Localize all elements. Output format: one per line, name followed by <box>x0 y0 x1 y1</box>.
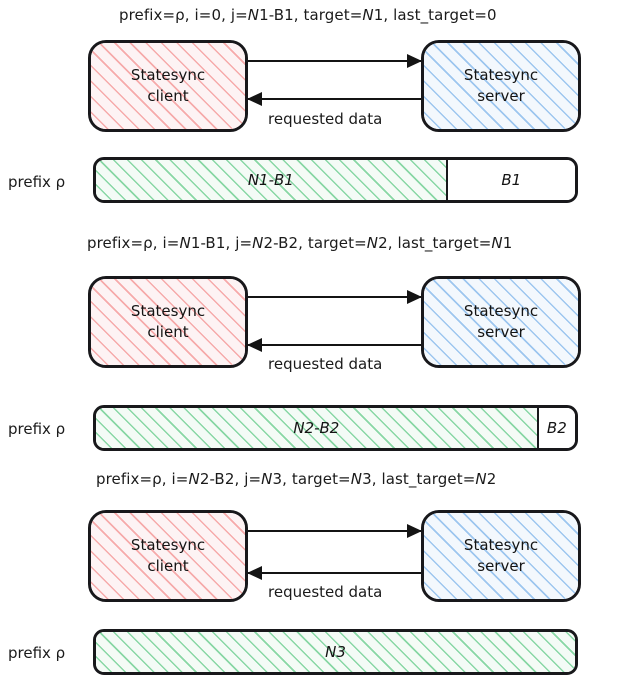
arrow-head-left <box>247 566 262 580</box>
request-arrow-2 <box>248 290 422 304</box>
caption-part: 1, last_target=0 <box>373 6 497 24</box>
arrow-shaft <box>248 296 421 298</box>
caption-part: 3, last_target= <box>362 470 476 488</box>
arrow-head-right <box>407 290 422 304</box>
bar-segment-remaining: B2 <box>536 408 575 448</box>
caption-part: prefix=ρ, i= <box>87 234 180 252</box>
caption-part: N <box>188 470 200 488</box>
requested-data-label-1: requested data <box>268 110 383 128</box>
arrow-shaft <box>248 60 421 62</box>
arrow-head-left <box>247 92 262 106</box>
caption-part: prefix=ρ, i= <box>96 470 189 488</box>
statesync-server-box-1: Statesync server <box>421 40 581 132</box>
client-label-line2: client <box>147 323 189 341</box>
statesync-client-box-1: Statesync client <box>88 40 248 132</box>
prefix-label-3: prefix ρ <box>8 644 66 662</box>
request-arrow-1 <box>248 54 422 68</box>
caption-part: N <box>491 234 503 252</box>
bar-segment-label: N1-B1 <box>247 171 294 189</box>
response-arrow-3 <box>247 566 421 580</box>
arrow-shaft <box>248 344 421 346</box>
caption-part: prefix=ρ, i=0, j= <box>119 6 248 24</box>
prefix-label-2: prefix ρ <box>8 420 66 438</box>
bar-segment-remaining: B1 <box>445 160 575 200</box>
server-label-line1: Statesync <box>463 536 539 555</box>
bar-segment-label: N2-B2 <box>293 419 340 437</box>
server-label-line2: server <box>477 87 525 105</box>
server-label-line2: server <box>477 557 525 575</box>
round-1-caption: prefix=ρ, i=0, j=N1-B1, target=N1, last_… <box>119 6 497 24</box>
response-arrow-1 <box>247 92 421 106</box>
round-3-caption: prefix=ρ, i=N2-B2, j=N3, target=N3, last… <box>96 470 496 488</box>
caption-part: 2-B2, j= <box>199 470 262 488</box>
arrow-shaft <box>248 530 421 532</box>
bar-segment-label: B2 <box>546 419 567 437</box>
caption-part: 2 <box>486 470 497 488</box>
prefix-bar-3: N3 <box>93 629 578 675</box>
client-label-line1: Statesync <box>130 536 206 555</box>
requested-data-label-2: requested data <box>268 355 383 373</box>
arrow-shaft <box>248 572 421 574</box>
bar-segment-label: N3 <box>325 643 346 661</box>
client-label-line2: client <box>147 557 189 575</box>
arrow-head-right <box>407 524 422 538</box>
statesync-server-box-3: Statesync server <box>421 510 581 602</box>
caption-part: 2, last_target= <box>378 234 492 252</box>
bar-segment-synced: N2-B2 <box>96 408 537 448</box>
bar-segment-label: B1 <box>501 171 522 189</box>
arrow-head-left <box>247 338 262 352</box>
statesync-client-box-3: Statesync client <box>88 510 248 602</box>
statesync-server-box-2: Statesync server <box>421 276 581 368</box>
caption-part: N <box>475 470 487 488</box>
request-arrow-3 <box>248 524 422 538</box>
caption-part: 1-B1, target= <box>259 6 363 24</box>
prefix-label-1: prefix ρ <box>8 173 66 191</box>
client-label-line1: Statesync <box>130 302 206 321</box>
caption-part: N <box>366 234 379 252</box>
response-arrow-2 <box>247 338 421 352</box>
caption-part: 1 <box>502 234 513 252</box>
caption-part: 3, target= <box>272 470 351 488</box>
caption-part: N <box>252 234 264 252</box>
round-2-caption: prefix=ρ, i=N1-B1, j=N2-B2, target=N2, l… <box>87 234 512 252</box>
caption-part: 2-B2, target= <box>263 234 367 252</box>
caption-part: N <box>362 6 374 24</box>
bar-segment-synced: N3 <box>96 632 575 672</box>
caption-part: 1-B1, j= <box>190 234 253 252</box>
prefix-bar-1: N1-B1 B1 <box>93 157 578 203</box>
server-label-line1: Statesync <box>463 302 539 321</box>
requested-data-label-3: requested data <box>268 583 383 601</box>
server-label-line1: Statesync <box>463 66 539 85</box>
caption-part: N <box>179 234 191 252</box>
arrow-head-right <box>407 54 422 68</box>
client-label-line2: client <box>147 87 189 105</box>
caption-part: N <box>350 470 363 488</box>
arrow-shaft <box>248 98 421 100</box>
caption-part: N <box>247 6 260 24</box>
caption-part: N <box>261 470 273 488</box>
server-label-line2: server <box>477 323 525 341</box>
statesync-client-box-2: Statesync client <box>88 276 248 368</box>
bar-segment-synced: N1-B1 <box>96 160 446 200</box>
prefix-bar-2: N2-B2 B2 <box>93 405 578 451</box>
client-label-line1: Statesync <box>130 66 206 85</box>
